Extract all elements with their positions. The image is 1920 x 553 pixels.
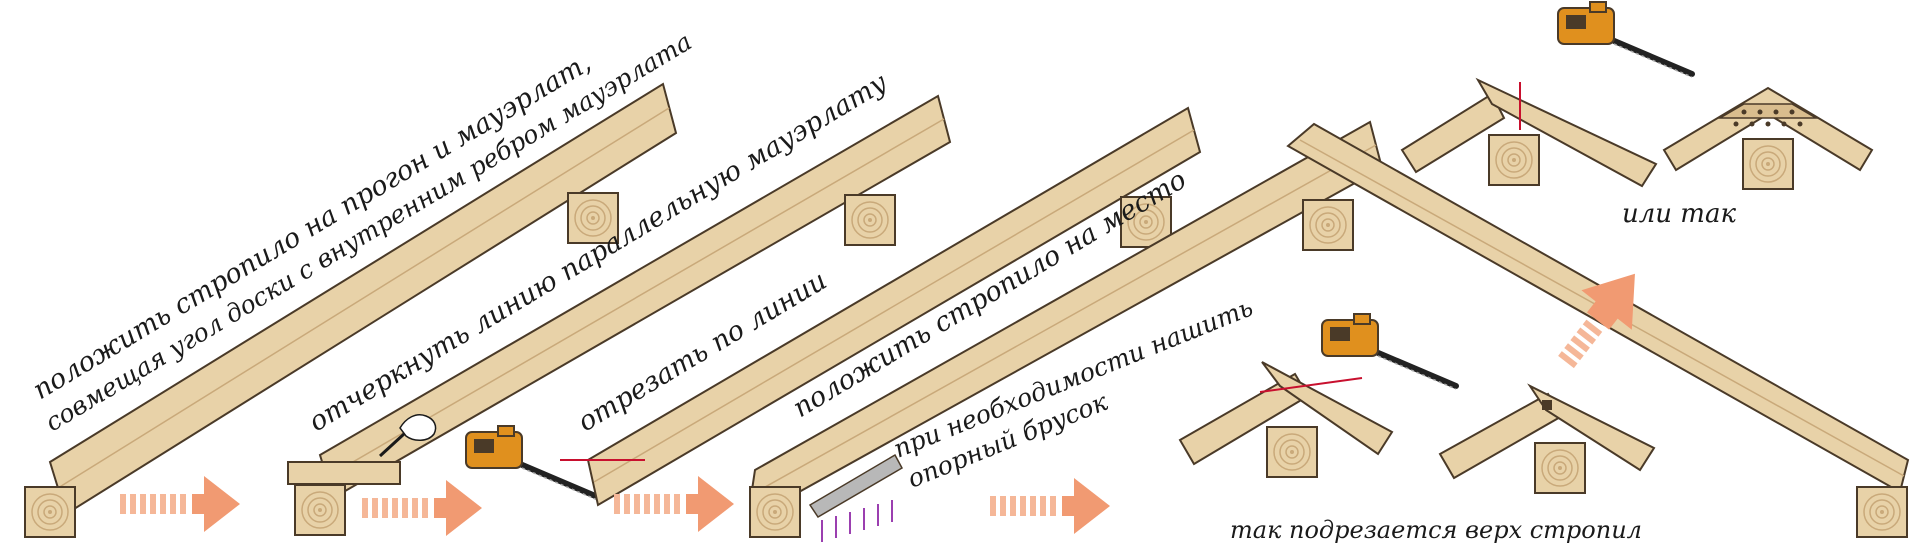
flow-arrow-2-icon <box>362 480 482 536</box>
step2-wall-plate-board <box>287 461 401 485</box>
step1-wall-plate <box>24 486 76 538</box>
alt-ridge-log-2 <box>1742 138 1794 190</box>
top-cut-ridge-log-2 <box>1534 442 1586 494</box>
nails-icon <box>821 500 893 542</box>
top-cut-ridge-log-1 <box>1266 426 1318 478</box>
top-cut-detail-2 <box>1438 383 1656 480</box>
chainsaw-icon-2 <box>1322 314 1456 389</box>
pen-hand-icon <box>378 414 437 458</box>
step3-rafter <box>586 106 1202 507</box>
top-cut-detail-1 <box>1178 361 1394 466</box>
top-cut-caption: так подрезается верх стропил <box>1230 516 1642 544</box>
alt-ridge-log-1 <box>1488 134 1540 186</box>
step2-wall-plate <box>294 484 346 536</box>
flow-arrow-4-icon <box>990 478 1110 534</box>
chainsaw-icon-3 <box>1558 2 1692 77</box>
flow-arrow-1-icon <box>120 476 240 532</box>
step4-wall-plate <box>749 486 801 538</box>
step2-purlin <box>844 194 896 246</box>
step4-purlin <box>1302 199 1354 251</box>
chainsaw-icon <box>466 426 600 501</box>
arrow-up-right-icon <box>1558 273 1635 369</box>
alt-detail-2 <box>1662 86 1874 172</box>
or-so-label: или так <box>1622 199 1736 229</box>
alt-detail-1 <box>1400 77 1658 188</box>
support-block <box>808 453 904 519</box>
final-wall-plate-right <box>1856 486 1908 538</box>
